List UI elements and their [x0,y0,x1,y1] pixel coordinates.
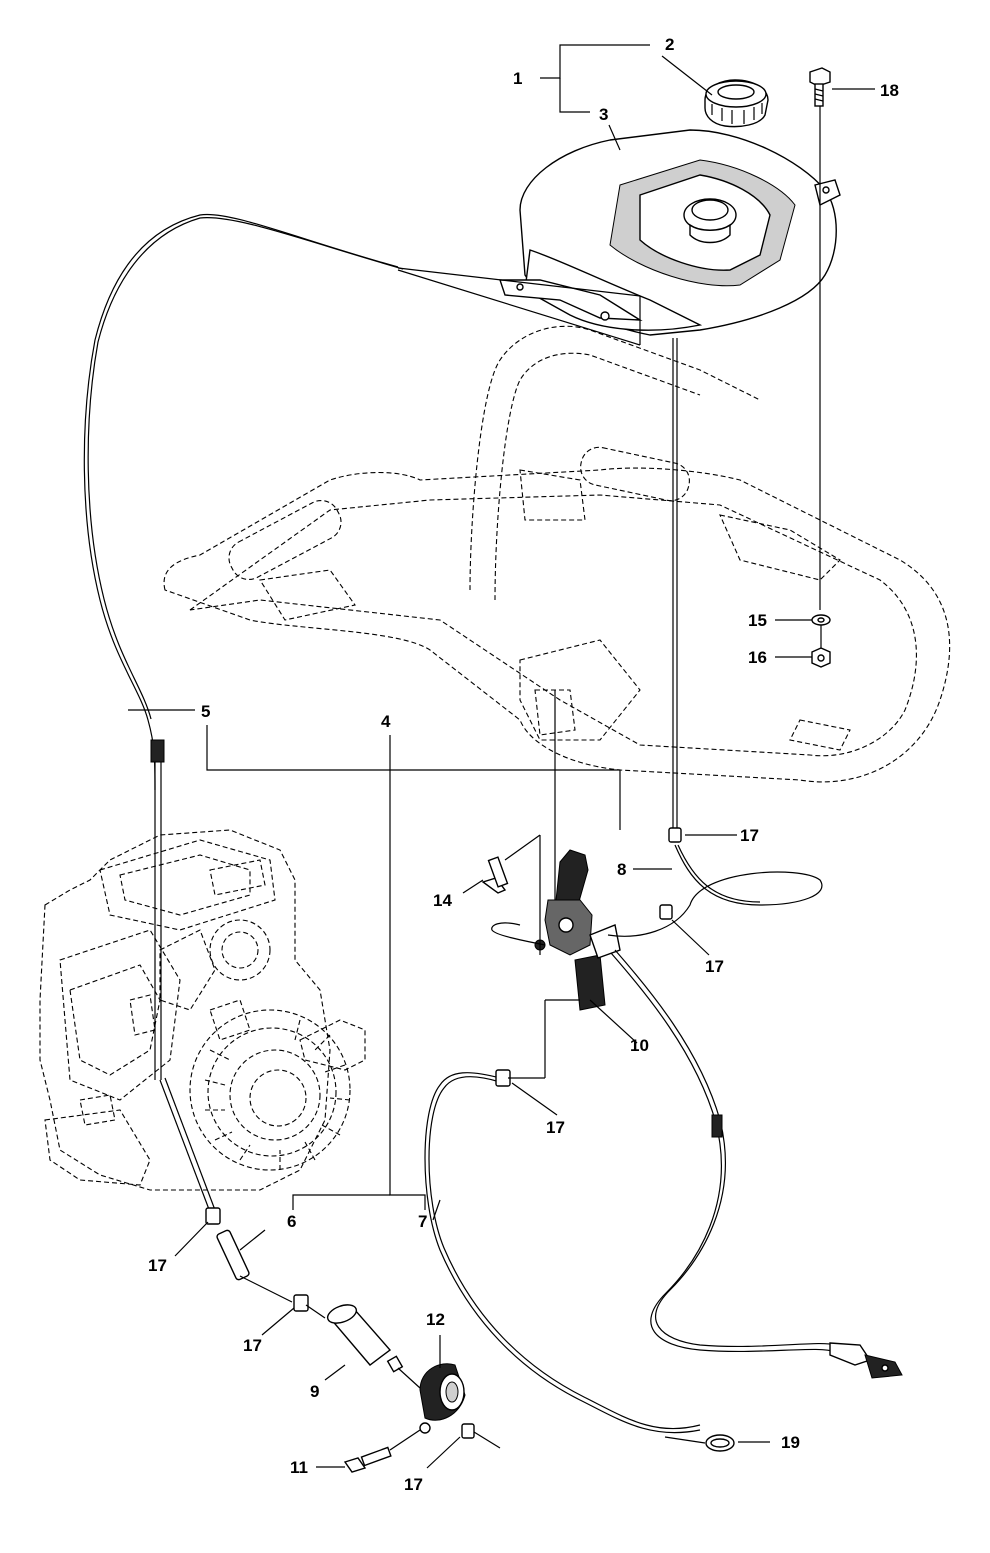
callout-7: 7 [418,1212,427,1231]
callout-16: 16 [748,648,767,667]
callout-2: 2 [665,35,674,54]
fuel-line-7 [424,999,701,1434]
fuel-line-6 [159,1077,326,1319]
engine-phantom [39,829,366,1191]
callout-1: 1 [513,69,522,88]
callout-4: 4 [381,712,391,731]
callout-14: 14 [433,891,452,910]
fuel-tank [499,129,841,336]
callout-8: 8 [617,860,626,879]
callout-leaders [128,44,875,1469]
callout-17-line6: 17 [148,1256,167,1275]
callout-17-line7: 17 [546,1118,565,1137]
callout-15: 15 [748,611,767,630]
callout-18: 18 [880,81,899,100]
callout-labels: 1 2 3 18 15 16 5 4 17 8 14 17 10 17 6 7 … [148,35,899,1494]
callout-3: 3 [599,105,608,124]
recoil-starter-ribs [204,1019,351,1170]
frame-phantom [163,325,951,783]
callout-17-valve: 17 [404,1475,423,1494]
nut-16 [811,647,831,668]
fuel-filter-9 [326,1304,421,1389]
callout-6: 6 [287,1212,296,1231]
fuel-cap [704,79,769,128]
screw-11 [343,1429,421,1473]
callout-11: 11 [290,1458,308,1477]
callout-12: 12 [426,1310,445,1329]
washer-15 [811,614,831,626]
callout-17-lever: 17 [705,957,724,976]
screw-14 [481,834,541,955]
cable-8 [607,827,823,937]
callout-5: 5 [201,702,210,721]
throttle-lever-10 [491,690,621,1011]
callout-17-top: 17 [740,826,759,845]
callout-19: 19 [781,1433,800,1452]
callout-17-filter: 17 [243,1336,262,1355]
callout-9: 9 [310,1382,319,1401]
throttle-cable-5 [83,213,404,1080]
clamp-19 [705,1434,735,1452]
cable-4-lower [610,949,903,1379]
callout-10: 10 [630,1036,649,1055]
bolt-18 [809,67,831,610]
fuel-valve-12 [419,1363,501,1449]
